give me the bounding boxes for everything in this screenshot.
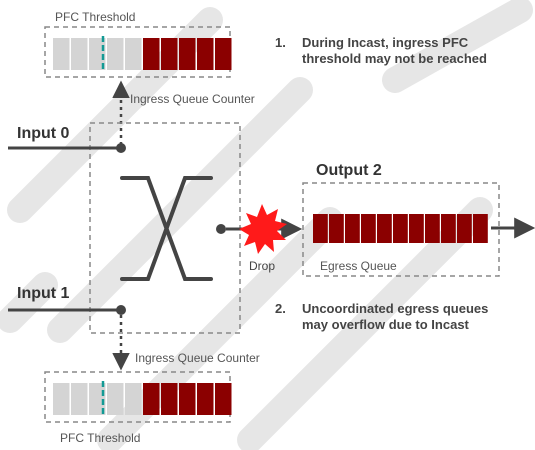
note-2: 2. Uncoordinated egress queues may overf…: [275, 301, 488, 332]
queue-slot-empty: [89, 383, 106, 415]
input-0-label: Input 0: [17, 125, 70, 142]
note-1: 1. During Incast, ingress PFC threshold …: [275, 35, 487, 66]
queue-slot-full: [473, 214, 488, 243]
queue-slot-full: [179, 38, 196, 70]
queue-slot-full: [161, 38, 178, 70]
egress-queue-border: [302, 182, 500, 277]
queue-slot-empty: [53, 383, 70, 415]
queue-slot-full: [425, 214, 440, 243]
queue-slot-full: [215, 38, 232, 70]
input-1-node: [116, 305, 126, 315]
queue-slot-empty: [71, 383, 88, 415]
queue-slot-full: [457, 214, 472, 243]
note-1-line-1: During Incast, ingress PFC: [302, 35, 469, 50]
note-2-number: 2.: [275, 301, 286, 316]
queue-slot-empty: [107, 383, 124, 415]
queue-slot-full: [313, 214, 328, 243]
queue-slot-full: [179, 383, 196, 415]
queue-slot-full: [197, 38, 214, 70]
crossbar: [120, 176, 213, 281]
egress-queue-label: Egress Queue: [320, 259, 397, 273]
switch-output-node: [216, 224, 226, 234]
queue-slot-full: [143, 38, 160, 70]
input-1-label: Input 1: [17, 285, 70, 302]
egress-queue: [313, 214, 488, 243]
queue-slot-empty: [53, 38, 70, 70]
note-1-line-2: threshold may not be reached: [302, 51, 487, 66]
queue-slot-empty: [125, 383, 142, 415]
note-2-line-1: Uncoordinated egress queues: [302, 301, 488, 316]
queue-slot-full: [409, 214, 424, 243]
queue-slot-empty: [107, 38, 124, 70]
pfc-threshold-label-bottom: PFC Threshold: [60, 431, 140, 445]
queue-slot-empty: [71, 38, 88, 70]
queue-slot-empty: [125, 38, 142, 70]
drop-burst-icon: [239, 204, 287, 254]
queue-slot-full: [377, 214, 392, 243]
drop-label: Drop: [249, 259, 275, 273]
queue-slot-empty: [89, 38, 106, 70]
input-0-node: [116, 143, 126, 153]
queue-slot-full: [143, 383, 160, 415]
ingress-counter-label-bottom: Ingress Queue Counter: [135, 351, 260, 365]
note-1-number: 1.: [275, 35, 286, 50]
queue-slot-full: [329, 214, 344, 243]
ingress-queue-bottom: [53, 383, 232, 415]
queue-slot-full: [345, 214, 360, 243]
queue-slot-full: [361, 214, 376, 243]
queue-slot-full: [393, 214, 408, 243]
queue-slot-full: [441, 214, 456, 243]
pfc-threshold-label-top: PFC Threshold: [55, 10, 135, 24]
note-2-line-2: may overflow due to Incast: [302, 317, 470, 332]
output-2-label: Output 2: [316, 162, 382, 179]
queue-slot-full: [215, 383, 232, 415]
queue-slot-full: [161, 383, 178, 415]
ingress-counter-label-top: Ingress Queue Counter: [130, 92, 255, 106]
ingress-queue-top: [53, 38, 232, 70]
queue-slot-full: [197, 383, 214, 415]
